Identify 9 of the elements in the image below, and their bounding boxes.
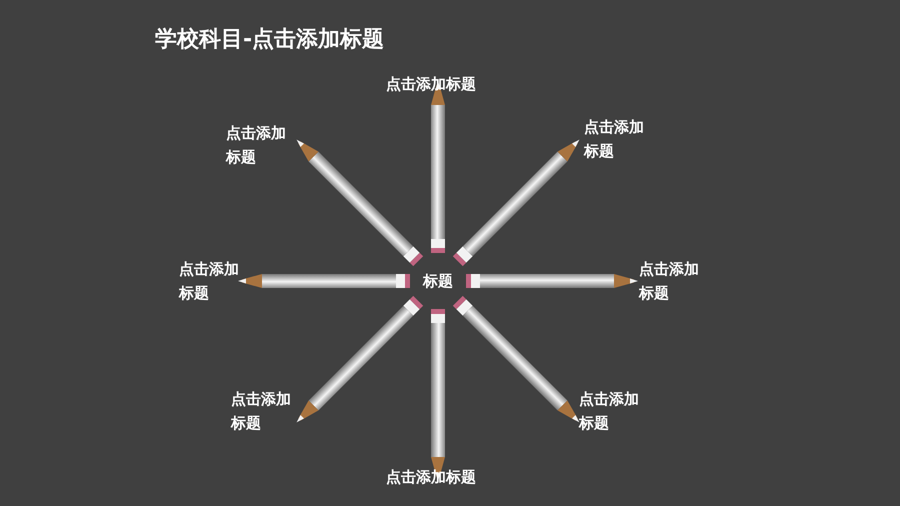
label-text: 点击添加标题 bbox=[584, 117, 645, 162]
label-text: 点击添加标题 bbox=[639, 259, 700, 304]
label-text: 点击添加标题 bbox=[579, 389, 640, 434]
title: 学校科目-点击添加标题 bbox=[155, 26, 384, 54]
label-text: 点击添加标题 bbox=[179, 259, 240, 304]
label-text: 点击添加标题 bbox=[386, 467, 476, 488]
label-text: 点击添加标题 bbox=[226, 123, 287, 168]
label-text: 点击添加标题 bbox=[231, 389, 292, 434]
label-text: 点击添加标题 bbox=[386, 74, 476, 95]
